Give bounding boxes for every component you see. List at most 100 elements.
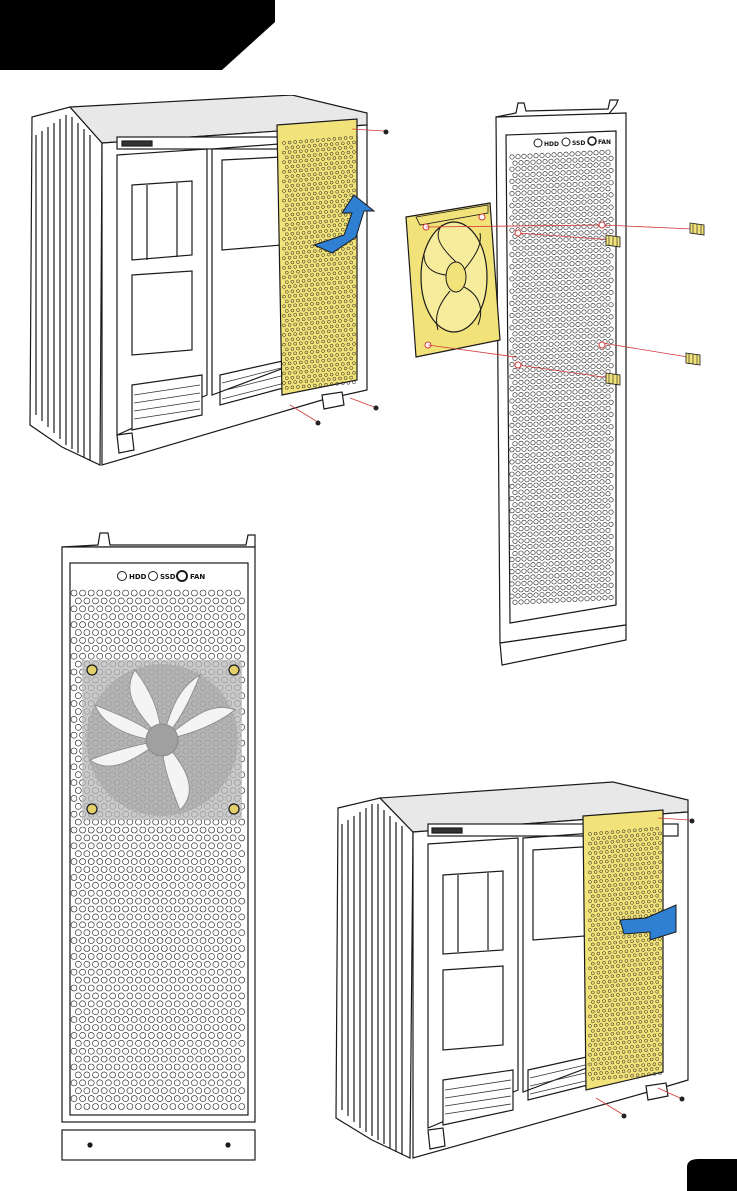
vent-hole xyxy=(226,843,232,849)
vent-hole xyxy=(588,322,592,326)
vent-hole xyxy=(144,614,150,620)
vent-hole xyxy=(594,541,598,545)
vent-hole xyxy=(600,529,604,533)
vent-hole xyxy=(75,898,81,904)
vent-hole xyxy=(561,561,565,565)
vent-hole xyxy=(567,488,571,492)
vent-hole xyxy=(570,542,574,546)
vent-hole xyxy=(183,606,189,612)
vent-hole xyxy=(166,985,172,991)
vent-hole xyxy=(594,321,598,325)
vent-hole xyxy=(110,1056,116,1062)
vent-hole xyxy=(609,254,613,258)
vent-hole xyxy=(153,630,159,636)
vent-hole xyxy=(588,554,592,558)
vent-hole xyxy=(528,313,532,317)
vent-hole xyxy=(558,311,562,315)
vent-hole xyxy=(191,890,197,896)
vent-hole xyxy=(522,191,526,195)
vent-hole xyxy=(603,181,607,185)
vent-hole xyxy=(540,446,544,450)
vent-hole xyxy=(588,371,592,375)
vent-hole xyxy=(567,561,571,565)
vent-hole xyxy=(179,645,185,651)
vent-hole xyxy=(603,571,607,575)
vent-hole xyxy=(579,365,583,369)
vent-hole xyxy=(191,953,197,959)
vent-hole xyxy=(136,598,142,604)
vent-hole xyxy=(591,255,595,259)
vent-hole xyxy=(540,239,544,243)
vent-hole xyxy=(594,468,598,472)
vent-hole xyxy=(101,1104,107,1110)
vent-hole xyxy=(510,533,514,537)
vent-hole xyxy=(140,985,146,991)
vent-hole xyxy=(516,179,520,183)
vent-hole xyxy=(75,867,81,873)
vent-hole xyxy=(609,449,613,453)
vent-hole xyxy=(217,590,223,596)
vent-hole xyxy=(101,930,107,936)
vent-hole xyxy=(183,843,189,849)
vent-hole xyxy=(88,906,94,912)
vent-hole xyxy=(558,470,562,474)
vent-hole xyxy=(84,867,90,873)
vent-hole xyxy=(546,360,550,364)
vent-hole xyxy=(573,512,577,516)
vent-hole xyxy=(166,653,172,659)
vent-hole xyxy=(537,453,541,457)
vent-hole xyxy=(170,898,176,904)
vent-hole xyxy=(226,1064,232,1070)
vent-hole xyxy=(585,548,589,552)
vent-hole xyxy=(576,383,580,387)
vent-hole xyxy=(131,1064,137,1070)
vent-hole xyxy=(531,587,535,591)
vent-hole xyxy=(585,487,589,491)
vent-hole xyxy=(585,584,589,588)
vent-hole xyxy=(516,435,520,439)
vent-hole xyxy=(127,1040,133,1046)
vent-hole xyxy=(75,724,81,730)
vent-hole xyxy=(540,507,544,511)
vent-hole xyxy=(603,352,607,356)
vent-hole xyxy=(555,500,559,504)
vent-hole xyxy=(88,1017,94,1023)
panel-front-view-figure: HDD SSD FAN xyxy=(50,525,275,1165)
vent-hole xyxy=(609,339,613,343)
vent-hole xyxy=(528,508,532,512)
vent-hole xyxy=(534,410,538,414)
vent-hole xyxy=(525,404,529,408)
vent-hole xyxy=(519,490,523,494)
vent-hole xyxy=(570,481,574,485)
vent-hole xyxy=(157,890,163,896)
vent-hole xyxy=(80,606,86,612)
vent-hole xyxy=(75,1025,81,1031)
vent-hole xyxy=(555,342,559,346)
vent-hole xyxy=(561,195,565,199)
vent-hole xyxy=(576,213,580,217)
vent-hole xyxy=(93,977,99,983)
vent-hole xyxy=(597,315,601,319)
vent-hole xyxy=(213,898,219,904)
vent-hole xyxy=(222,946,228,952)
vent-hole xyxy=(118,1088,124,1094)
vent-hole xyxy=(582,481,586,485)
vent-hole xyxy=(561,464,565,468)
vent-hole xyxy=(97,843,103,849)
vent-hole xyxy=(140,606,146,612)
vent-hole xyxy=(191,1032,197,1038)
vent-hole xyxy=(582,298,586,302)
vent-hole xyxy=(561,171,565,175)
vent-hole xyxy=(213,630,219,636)
vent-hole xyxy=(234,859,240,865)
vent-hole xyxy=(131,859,137,865)
vent-hole xyxy=(570,188,574,192)
vent-hole xyxy=(200,953,206,959)
vent-hole xyxy=(75,677,81,683)
vent-hole xyxy=(510,155,514,159)
vent-hole xyxy=(187,1088,193,1094)
vent-hole xyxy=(148,827,154,833)
vent-hole xyxy=(105,1017,111,1023)
vent-hole xyxy=(594,407,598,411)
vent-hole xyxy=(537,209,541,213)
